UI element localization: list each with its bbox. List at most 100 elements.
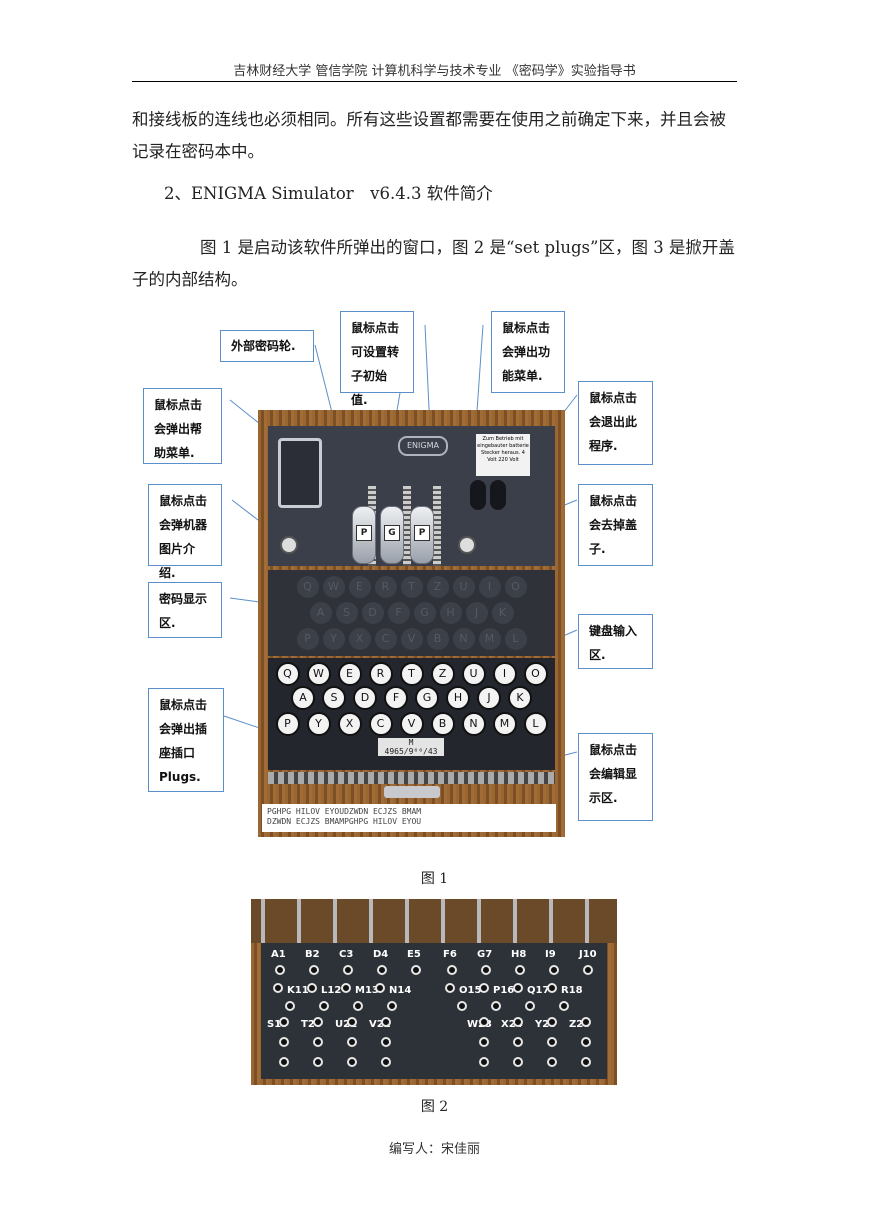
plug-socket[interactable] [445,983,455,993]
key-k[interactable]: K [508,686,532,710]
plug-socket[interactable] [347,1057,357,1067]
plug-socket[interactable] [381,1057,391,1067]
plug-socket[interactable] [547,983,557,993]
plug-socket[interactable] [273,983,283,993]
help-button[interactable] [278,438,322,508]
plug-socket[interactable] [547,1017,557,1027]
plug-socket[interactable] [515,965,525,975]
callout-function-menu: 鼠标点击会弹出功能菜单. [491,311,565,393]
plug-socket[interactable] [347,1037,357,1047]
rotor-1[interactable]: P [352,506,376,564]
plug-socket[interactable] [375,983,385,993]
switch-1[interactable] [470,480,486,510]
rotor-3[interactable]: P [410,506,434,564]
key-j[interactable]: J [477,686,501,710]
key-p[interactable]: P [275,712,300,736]
key-q[interactable]: Q [275,662,300,686]
plug-socket[interactable] [347,1017,357,1027]
plug-socket[interactable] [381,1037,391,1047]
plug-socket[interactable] [343,965,353,975]
plug-socket[interactable] [307,983,317,993]
plug-socket[interactable] [583,965,593,975]
key-i[interactable]: I [492,662,517,686]
plug-socket[interactable] [309,965,319,975]
plug-socket[interactable] [513,1017,523,1027]
callout-outer-rotor: 外部密码轮. [220,330,314,362]
edit-display-handle[interactable] [384,786,440,798]
key-m[interactable]: M [492,712,517,736]
rotor-1-letter: P [356,525,372,541]
plugs-socket-strip[interactable] [268,772,555,784]
plug-socket[interactable] [547,1037,557,1047]
key-v[interactable]: V [399,712,424,736]
plug-socket[interactable] [479,1037,489,1047]
key-e[interactable]: E [337,662,362,686]
paragraph-2: 图 1 是启动该软件所弹出的窗口，图 2 是“set plugs”区，图 3 是… [132,238,735,289]
key-h[interactable]: H [446,686,470,710]
lamp-i: I [478,576,501,598]
plug-socket[interactable] [377,965,387,975]
key-w[interactable]: W [306,662,331,686]
plug-socket[interactable] [513,1037,523,1047]
plug-socket[interactable] [547,1057,557,1067]
plug-socket[interactable] [479,983,489,993]
plug-socket[interactable] [319,1001,329,1011]
key-y[interactable]: Y [306,712,331,736]
counter-line-1: M [408,738,414,747]
plug-socket[interactable] [279,1037,289,1047]
plug-socket[interactable] [285,1001,295,1011]
key-o[interactable]: O [523,662,548,686]
function-menu-label[interactable]: Zum Betrieb mit eingebauter batterie Ste… [476,434,530,476]
key-t[interactable]: T [399,662,424,686]
plug-socket[interactable] [313,1057,323,1067]
plug-socket[interactable] [381,1017,391,1027]
key-f[interactable]: F [384,686,408,710]
plug-socket[interactable] [525,1001,535,1011]
key-g[interactable]: G [415,686,439,710]
remove-cover-knob[interactable] [458,536,476,554]
rotor-2[interactable]: G [380,506,404,564]
plug-socket[interactable] [275,965,285,975]
key-n[interactable]: N [461,712,486,736]
key-b[interactable]: B [430,712,455,736]
output-display[interactable]: PGHPG HILOV EYOUDZWDN ECJZS BMAM DZWDN E… [262,804,556,832]
plug-socket[interactable] [481,965,491,975]
key-l[interactable]: L [523,712,548,736]
plug-socket[interactable] [279,1057,289,1067]
key-a[interactable]: A [291,686,315,710]
key-s[interactable]: S [322,686,346,710]
key-x[interactable]: X [337,712,362,736]
key-r[interactable]: R [368,662,393,686]
key-z[interactable]: Z [430,662,455,686]
plug-socket[interactable] [457,1001,467,1011]
plug-socket[interactable] [411,965,421,975]
plug-socket[interactable] [491,1001,501,1011]
plug-socket[interactable] [479,1057,489,1067]
page-header: 吉林财经大学 管信学院 计算机科学与技术专业 《密码学》实验指导书 [233,64,636,79]
picture-intro-knob[interactable] [280,536,298,554]
exit-switch[interactable] [490,480,506,510]
plug-socket[interactable] [479,1017,489,1027]
lamp-q: Q [296,576,319,598]
plug-socket[interactable] [313,1017,323,1027]
plug-socket[interactable] [581,1037,591,1047]
plug-socket[interactable] [341,983,351,993]
plug-socket[interactable] [513,1057,523,1067]
plug-socket[interactable] [353,1001,363,1011]
plug-socket[interactable] [581,1017,591,1027]
plug-socket[interactable] [549,965,559,975]
plug-socket[interactable] [313,1037,323,1047]
plug-socket[interactable] [559,1001,569,1011]
plug-socket[interactable] [387,1001,397,1011]
plug-socket[interactable] [513,983,523,993]
key-c[interactable]: C [368,712,393,736]
plug-socket[interactable] [581,1057,591,1067]
key-d[interactable]: D [353,686,377,710]
callout-exit: 鼠标点击会退出此程序. [578,381,653,465]
plug-label-c3: C3 [339,949,354,960]
key-u[interactable]: U [461,662,486,686]
plug-label-f6: F6 [443,949,457,960]
plug-socket[interactable] [447,965,457,975]
plug-socket[interactable] [279,1017,289,1027]
